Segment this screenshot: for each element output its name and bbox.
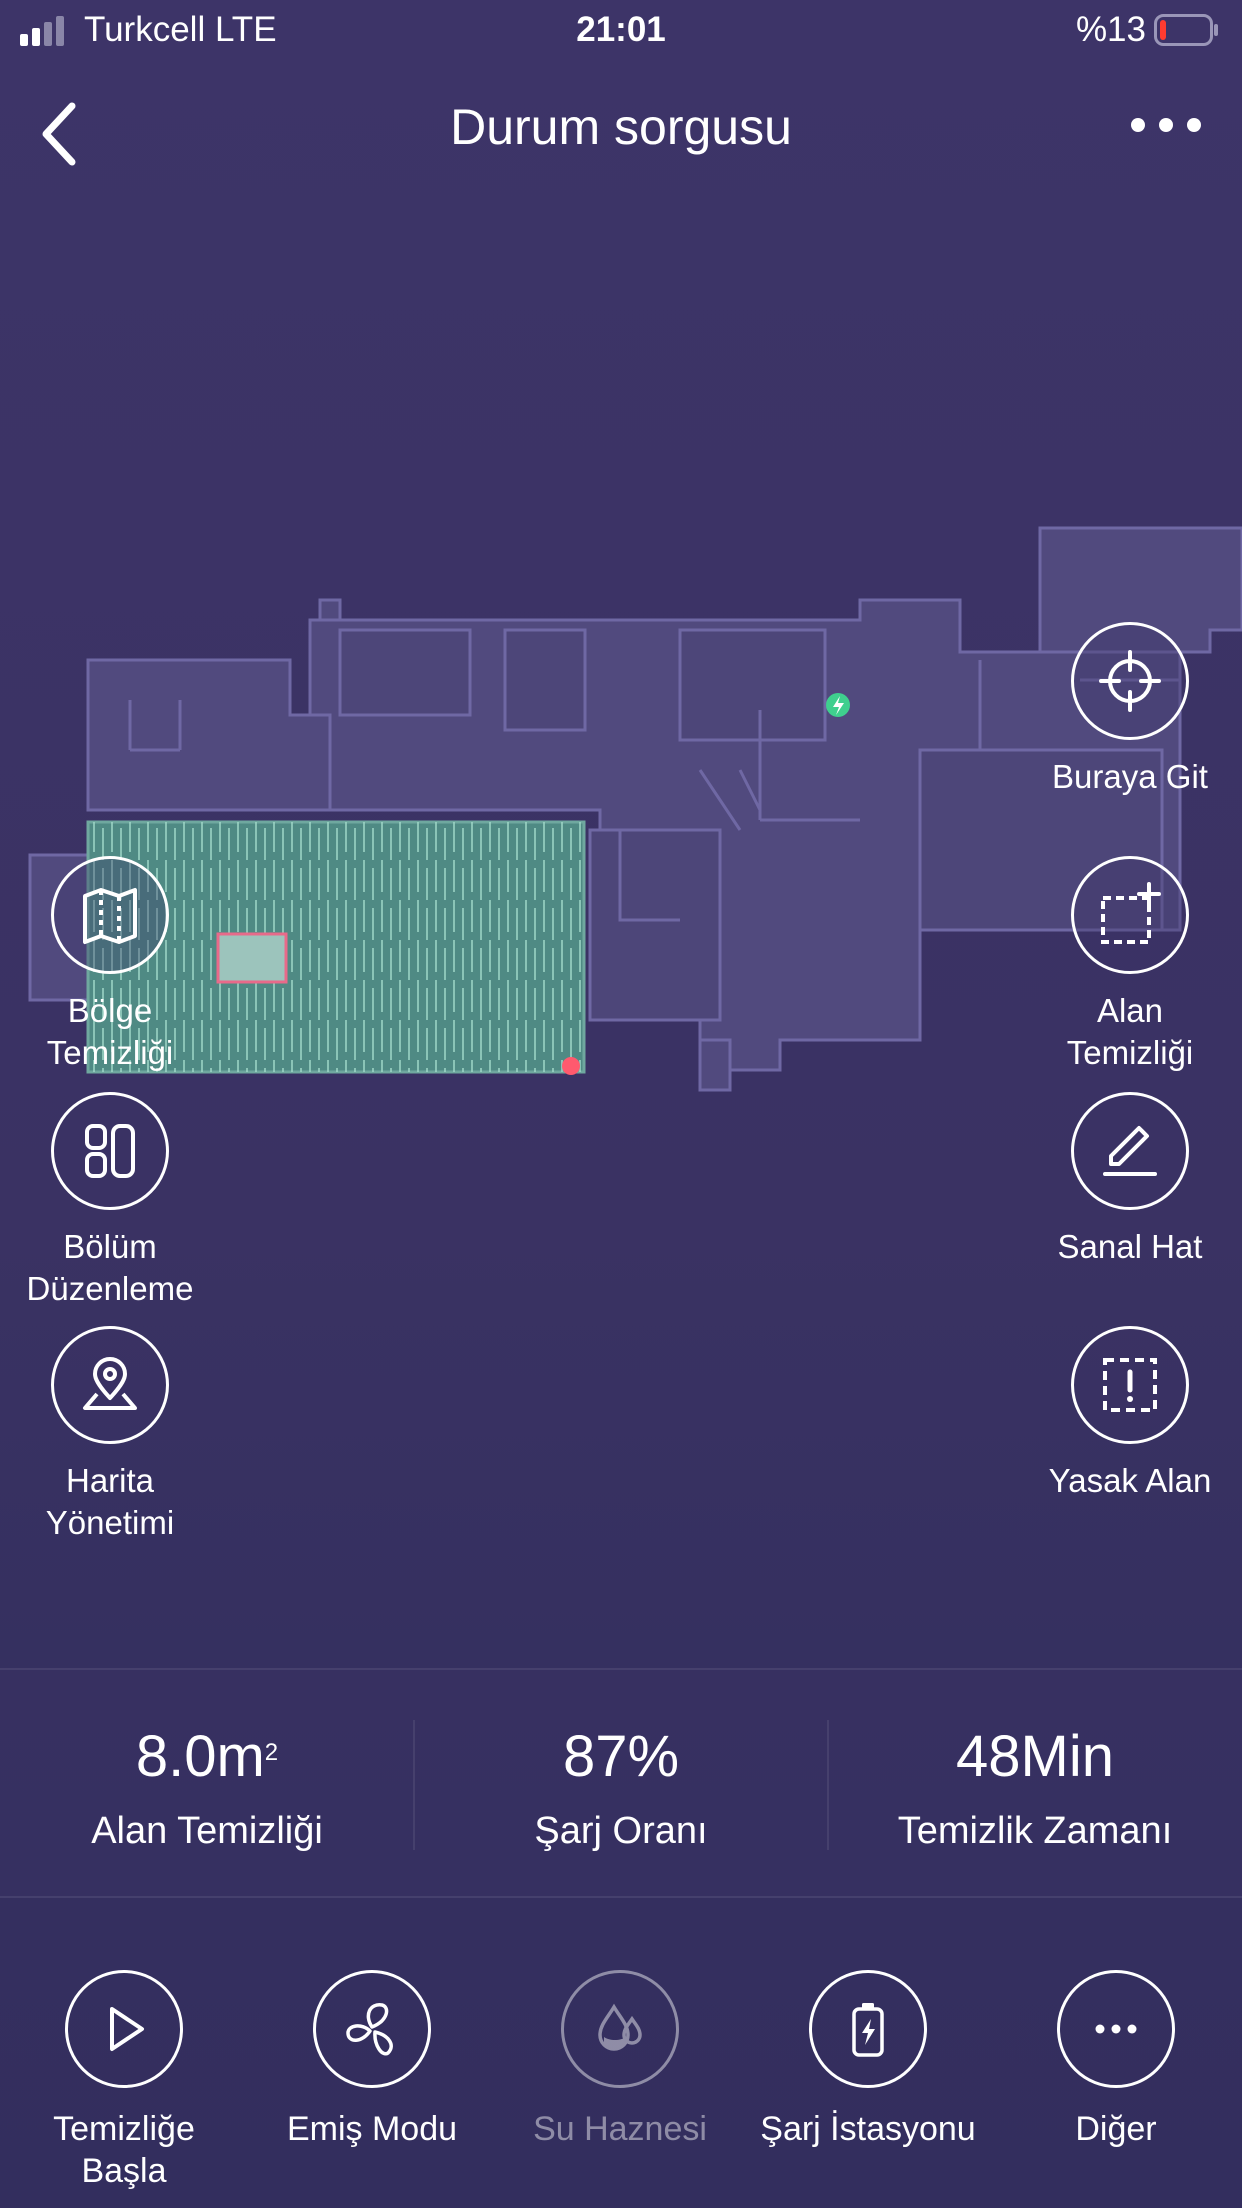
tool-ring bbox=[1071, 856, 1189, 974]
water-tank-button[interactable]: Su Haznesi bbox=[496, 1970, 744, 2150]
tool-label: Harita Yönetimi bbox=[45, 1462, 175, 1541]
tool-ring bbox=[1071, 1326, 1189, 1444]
stat-label: Alan Temizliği bbox=[91, 1810, 323, 1852]
fan-icon bbox=[346, 2003, 393, 2056]
page-title: Durum sorgusu bbox=[450, 99, 792, 155]
more-horizontal-icon bbox=[1131, 118, 1201, 132]
charging-station-button[interactable]: Şarj İstasyonu bbox=[744, 1970, 992, 2150]
stat-label: Temizlik Zamanı bbox=[897, 1810, 1173, 1852]
tool-ring bbox=[51, 1092, 169, 1210]
map-floor bbox=[28, 526, 1242, 1092]
cleaning-map[interactable] bbox=[0, 500, 1242, 1120]
suction-mode-button[interactable]: Emiş Modu bbox=[248, 1970, 496, 2150]
action-label: Emiş Modu bbox=[286, 2110, 458, 2148]
stat-value: 48Min bbox=[956, 1724, 1114, 1789]
stats-panel: 8.0m2 Alan Temizliği 87% Şarj Oranı 48Mi… bbox=[0, 1668, 1242, 1898]
cleaned-area bbox=[86, 820, 586, 1074]
no-go-zone-button[interactable]: Yasak Alan bbox=[1020, 1326, 1240, 1502]
status-bar: Turkcell LTE 21:01 %13 bbox=[0, 0, 1242, 64]
no-go-zone-icon bbox=[1103, 1358, 1157, 1412]
stat-value: 8.0m2 bbox=[0, 1722, 414, 1792]
tool-ring bbox=[1071, 1092, 1189, 1210]
map-pin-icon bbox=[83, 1357, 137, 1410]
pencil-icon bbox=[1103, 1126, 1157, 1176]
charging-station-icon bbox=[852, 2003, 884, 2057]
rooms-icon bbox=[85, 1124, 135, 1178]
action-label: Temizliğe Başla bbox=[53, 2110, 195, 2190]
action-label: Diğer bbox=[1075, 2110, 1157, 2148]
tool-label: Bölüm Düzenleme bbox=[26, 1228, 194, 1307]
stat-value: 87% bbox=[562, 1724, 680, 1789]
action-ring bbox=[809, 1970, 927, 2088]
action-ring bbox=[561, 1970, 679, 2088]
stat-cleaned-area: 8.0m2 Alan Temizliği bbox=[0, 1670, 414, 1900]
divider bbox=[827, 1720, 829, 1850]
virtual-wall-button[interactable]: Sanal Hat bbox=[1020, 1092, 1240, 1268]
tool-label: Buraya Git bbox=[1052, 758, 1208, 795]
battery-icon bbox=[1154, 14, 1218, 46]
region-clean-button[interactable]: Bölge Temizliği bbox=[0, 856, 220, 1074]
more-options-button[interactable] bbox=[1126, 100, 1206, 150]
action-ring bbox=[313, 1970, 431, 2088]
play-icon bbox=[110, 2007, 144, 2051]
map-icon bbox=[83, 888, 137, 944]
room-edit-button[interactable]: Bölüm Düzenleme bbox=[0, 1092, 220, 1310]
tool-ring bbox=[51, 1326, 169, 1444]
tool-label: Yasak Alan bbox=[1048, 1462, 1212, 1499]
water-tank-icon bbox=[598, 2003, 642, 2051]
tool-ring bbox=[1071, 622, 1189, 740]
tool-label: Bölge Temizliği bbox=[46, 992, 174, 1071]
zone-clean-button[interactable]: Alan Temizliği bbox=[1020, 856, 1240, 1074]
battery-percent: %13 bbox=[1075, 10, 1146, 49]
map-management-button[interactable]: Harita Yönetimi bbox=[0, 1326, 220, 1544]
charging-dock-marker bbox=[826, 693, 850, 717]
stat-clean-time: 48Min Temizlik Zamanı bbox=[828, 1670, 1242, 1900]
tool-label: Sanal Hat bbox=[1057, 1228, 1203, 1265]
other-button[interactable]: Diğer bbox=[992, 1970, 1240, 2150]
tool-ring bbox=[51, 856, 169, 974]
stat-battery: 87% Şarj Oranı bbox=[414, 1670, 828, 1900]
action-ring bbox=[65, 1970, 183, 2088]
tool-label: Alan Temizliği bbox=[1066, 992, 1194, 1071]
clock: 21:01 bbox=[576, 10, 666, 49]
nav-header: Durum sorgusu bbox=[0, 80, 1242, 180]
robot-position-marker bbox=[562, 1057, 580, 1075]
back-button[interactable] bbox=[34, 98, 94, 168]
zone-add-icon bbox=[1101, 882, 1161, 944]
stat-label: Şarj Oranı bbox=[534, 1810, 708, 1852]
go-here-button[interactable]: Buraya Git bbox=[1020, 622, 1240, 798]
stat-value-text: 8.0m bbox=[135, 1724, 265, 1789]
action-ring bbox=[1057, 1970, 1175, 2088]
bottom-action-bar: Temizliğe Başla Emiş Modu Su Haznesi bbox=[0, 1898, 1242, 2208]
carrier-label: Turkcell LTE bbox=[84, 10, 277, 49]
signal-icon bbox=[20, 16, 64, 46]
start-cleaning-button[interactable]: Temizliğe Başla bbox=[0, 1970, 248, 2192]
action-label: Şarj İstasyonu bbox=[760, 2110, 976, 2148]
more-icon bbox=[1095, 2024, 1137, 2034]
action-label: Su Haznesi bbox=[533, 2110, 707, 2148]
crosshair-icon bbox=[1099, 650, 1161, 712]
chevron-left-icon bbox=[42, 102, 76, 166]
divider bbox=[413, 1720, 415, 1850]
stat-value-sup: 2 bbox=[264, 1739, 279, 1766]
